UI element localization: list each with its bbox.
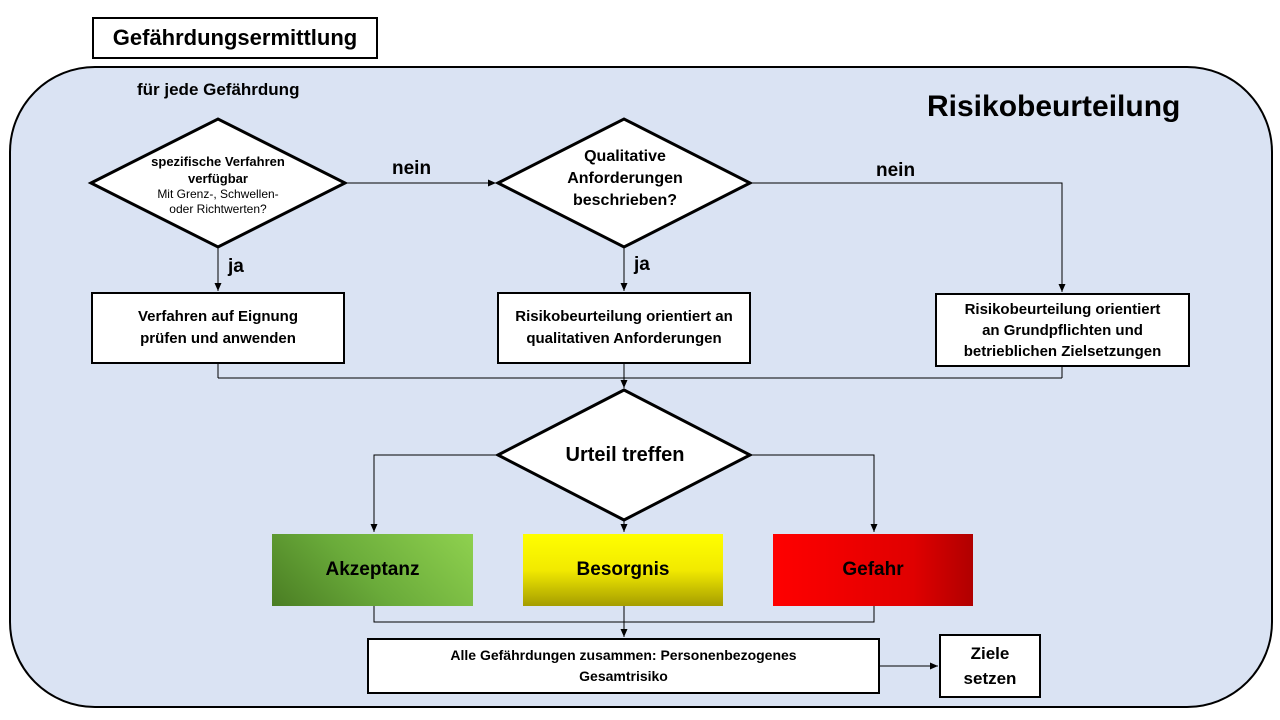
process-qualitative-requirements: Risikobeurteilung orientiert an qualitat… [497, 292, 751, 364]
outcome-concern: Besorgnis [523, 534, 723, 606]
process-apply-procedure: Verfahren auf Eignung prüfen und anwende… [91, 292, 345, 364]
process2-line1: Risikobeurteilung orientiert an [515, 308, 733, 325]
decision1-text: spezifische Verfahren verfügbar Mit Gren… [120, 150, 316, 220]
goals-box: Ziele setzen [939, 634, 1041, 698]
decision1-line2: verfügbar [188, 171, 248, 186]
decision2-line3: beschrieben? [572, 192, 678, 209]
decision3-text: Urteil treffen [565, 444, 685, 466]
summary-total-risk: Alle Gefährdungen zusammen: Personenbezo… [367, 638, 880, 694]
outcome-acceptance: Akzeptanz [272, 534, 473, 606]
decision1-line3: Mit Grenz-, Schwellen- [157, 187, 279, 201]
decision1-line1: spezifische Verfahren [151, 154, 285, 169]
process3-line1: Risikobeurteilung orientiert [964, 300, 1161, 318]
decision2-line1: Qualitative [584, 148, 666, 165]
edge-label-no-1: nein [392, 158, 432, 179]
decision2-line2: Anforderungen [567, 170, 683, 187]
loop-label: für jede Gefährdung [137, 80, 300, 99]
process1-line1: Verfahren auf Eignung [137, 308, 299, 325]
edge-label-yes-1: ja [228, 256, 244, 277]
process3-line2: an Grundpflichten und [982, 321, 1143, 339]
summary-line2: Gesamtrisiko [579, 668, 668, 684]
process-basic-obligations: Risikobeurteilung orientiert an Grundpfl… [935, 293, 1190, 367]
summary-line1: Alle Gefährdungen zusammen: Personenbezo… [450, 647, 797, 663]
edge-label-yes-2: ja [634, 254, 650, 275]
edge-label-no-2: nein [876, 160, 916, 181]
decision2-text: Qualitative Anforderungen beschrieben? [540, 145, 710, 213]
decision1-line4: oder Richtwerten? [169, 202, 267, 216]
process3-line3: betrieblichen Zielsetzungen [963, 342, 1162, 360]
process1-line2: prüfen und anwenden [140, 330, 296, 347]
region-title: Risikobeurteilung [927, 90, 1181, 123]
goals-line2: setzen [963, 669, 1017, 688]
outcome-danger: Gefahr [773, 534, 973, 606]
process2-line2: qualitativen Anforderungen [526, 330, 722, 347]
goals-line1: Ziele [970, 644, 1010, 663]
header-title: Gefährdungsermittlung [92, 17, 378, 59]
